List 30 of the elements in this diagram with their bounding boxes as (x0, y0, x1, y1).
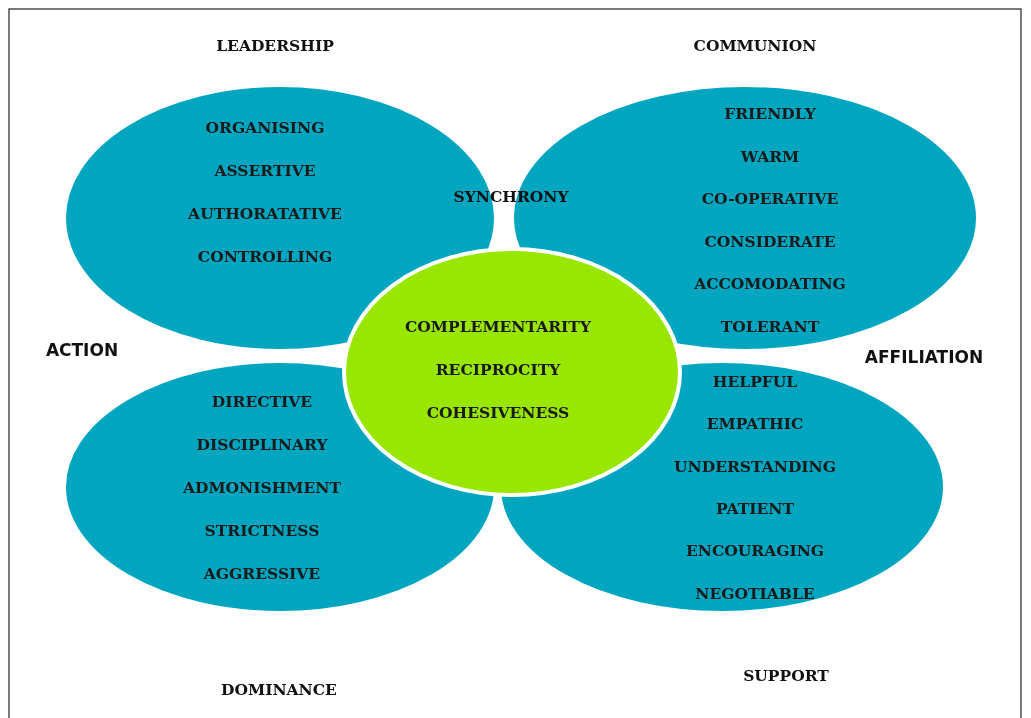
trait-label: TOLERANT (720, 316, 820, 337)
trait-label: NEGOTIABLE (695, 583, 815, 604)
axis-label: ACTION (45, 340, 119, 360)
trait-label: AUTHORATATIVE (188, 204, 342, 224)
trait-label: COMPLEMENTARITY (405, 317, 591, 337)
axis-label: LEADERSHIP (216, 36, 334, 56)
trait-label: WARM (740, 146, 800, 167)
trait-label: ACCOMODATING (694, 274, 846, 294)
trait-label: CONSIDERATE (704, 231, 836, 252)
trait-label: CO-OPERATIVE (701, 189, 839, 209)
trait-label: EMPATHIC (706, 414, 804, 435)
axis-label: SUPPORT (743, 666, 829, 686)
trait-label: STRICTNESS (204, 521, 320, 541)
trait-label: PATIENT (716, 498, 794, 519)
trait-label: ADMONISHMENT (182, 478, 342, 498)
trait-label: ENCOURAGING (685, 541, 825, 562)
trait-label: COHESIVENESS (426, 403, 570, 423)
trait-label: CONTROLLING (197, 247, 333, 267)
trait-label: FRIENDLY (724, 104, 816, 124)
trait-label: DISCIPLINARY (196, 435, 328, 455)
trait-label: HELPFUL (712, 372, 798, 392)
trait-label: UNDERSTANDING (674, 456, 836, 477)
axis-label: AFFILIATION (864, 347, 984, 367)
axis-label: DOMINANCE (221, 680, 337, 700)
trait-label: RECIPROCITY (435, 360, 561, 380)
trait-label: DIRECTIVE (211, 392, 313, 412)
trait-label: ORGANISING (205, 118, 325, 138)
axis-label: COMMUNION (693, 36, 817, 56)
trait-label: AGGRESSIVE (203, 564, 321, 584)
trait-label: ASSERTIVE (214, 161, 316, 181)
